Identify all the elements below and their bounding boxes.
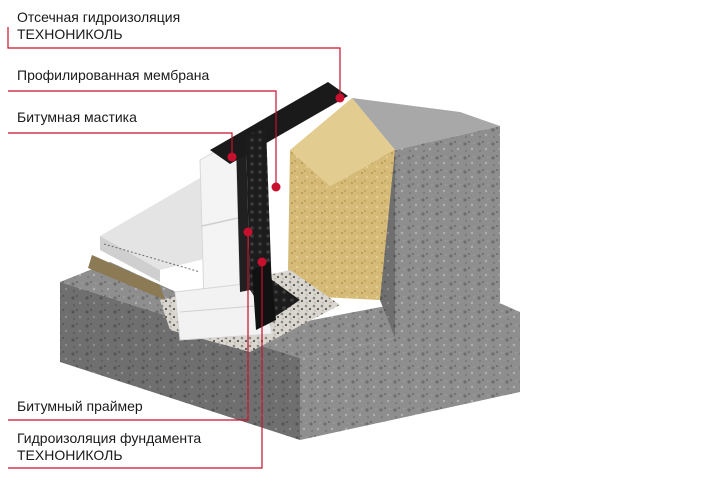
bitumen-mastic-layer [236,136,250,292]
sand-backfill-front [288,150,395,300]
concrete-wall-right [395,126,500,338]
leader-line-4 [8,232,249,421]
leader-line-1 [7,27,341,98]
label-foundation-waterproofing-line2: ТЕХНОНИКОЛЬ [17,447,123,463]
label-foundation-waterproofing: Гидроизоляция фундамента ТЕХНОНИКОЛЬ [17,430,201,464]
label-cutoff-waterproofing-line2: ТЕХНОНИКОЛЬ [17,26,123,42]
profiled-membrane-top [210,82,348,164]
floor-slab-top [100,178,208,270]
concrete-wall-top [352,98,500,150]
sand-backfill-top [290,98,395,186]
leader-line-5 [8,262,263,469]
label-cutoff-waterproofing: Отсечная гидроизоляция ТЕХНОНИКОЛЬ [17,9,180,43]
label-bitumen-primer-text: Битумный праймер [17,398,143,414]
avito-logo-icon [603,435,634,466]
label-cutoff-waterproofing-line1: Отсечная гидроизоляция [17,9,181,25]
avito-watermark: Avito [603,435,706,466]
foundation-waterproofing-piece [252,262,276,330]
leader-line-3 [8,132,233,157]
label-profiled-membrane: Профилированная мембрана [17,67,209,84]
floor-slab-front [100,236,160,282]
profiled-membrane-face [246,126,272,292]
label-foundation-waterproofing-line1: Гидроизоляция фундамента [17,430,202,446]
concrete-base-front [60,282,300,440]
avito-watermark-text: Avito [639,435,706,465]
foundation-block-upper [199,139,241,303]
leader-line-2 [8,90,277,187]
label-profiled-membrane-text: Профилированная мембрана [17,67,210,83]
label-bitumen-mastic-text: Битумная мастика [17,109,137,125]
label-bitumen-primer: Битумный праймер [17,398,143,415]
label-bitumen-mastic: Битумная мастика [17,109,137,126]
floor-insulation [88,255,165,300]
concrete-base-side [300,312,520,440]
